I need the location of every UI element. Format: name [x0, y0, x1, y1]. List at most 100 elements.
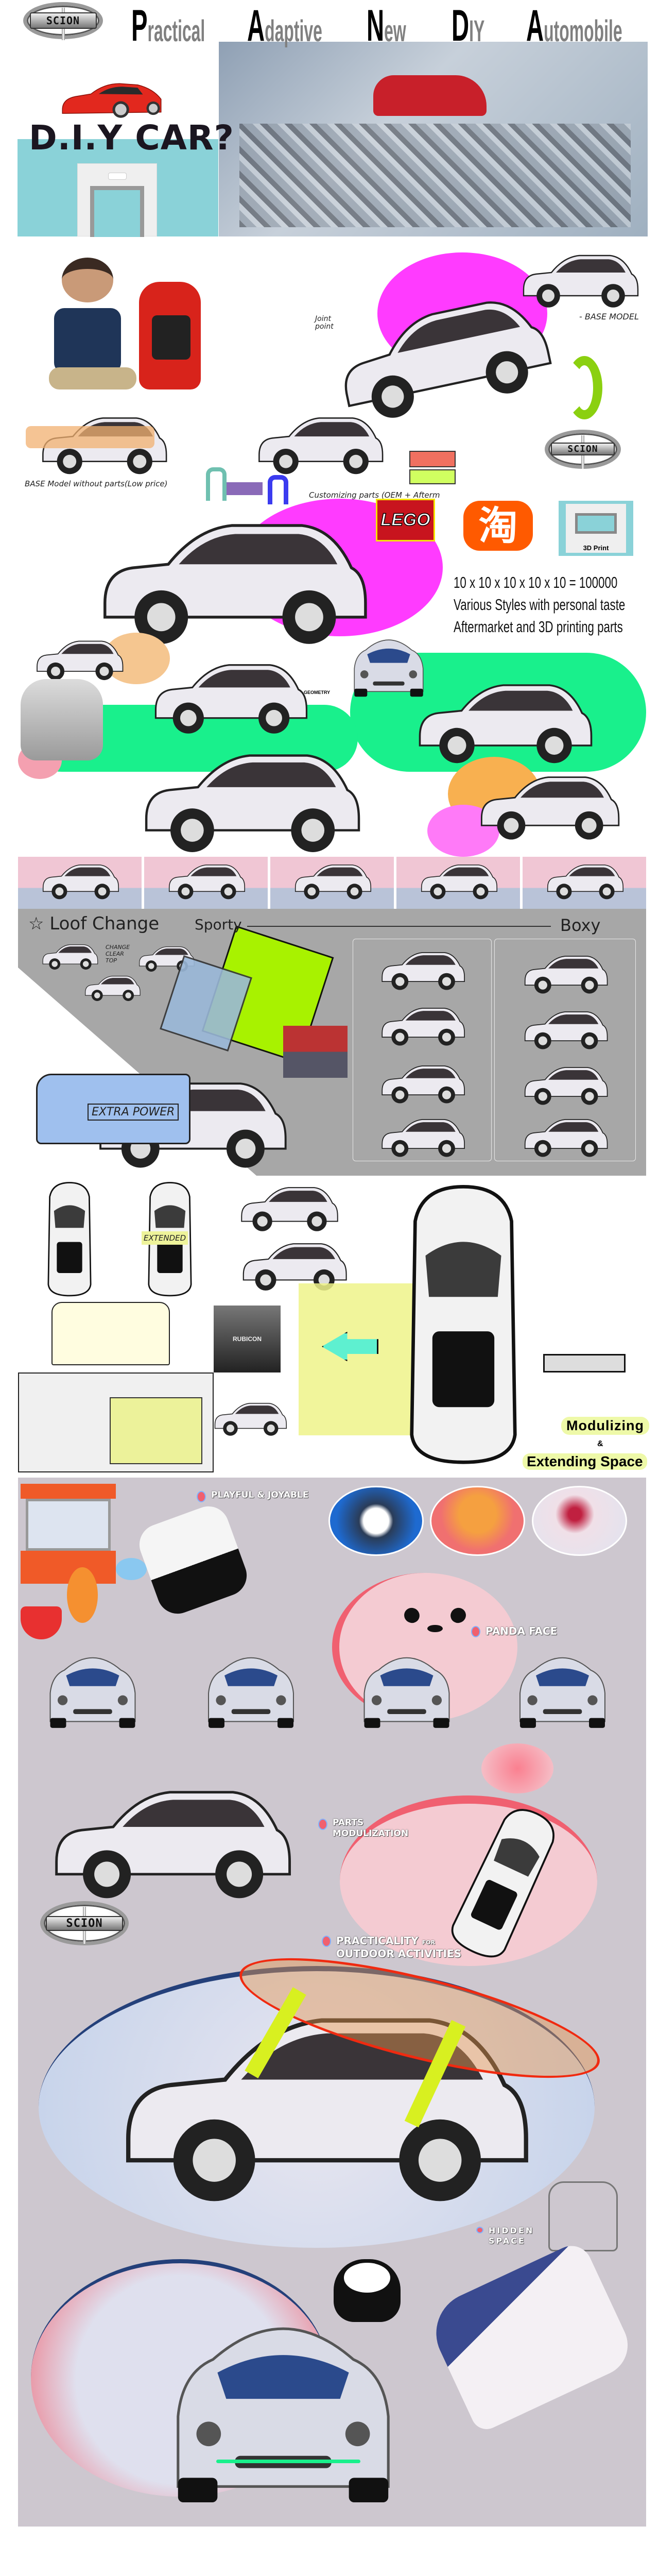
lego-logo: LEGO: [376, 499, 435, 542]
door-sketch-column: [353, 938, 492, 1161]
front-view-variant: [492, 1651, 633, 1728]
door-open-sketch: [360, 1059, 484, 1104]
joint-point-note: Joint point: [315, 315, 334, 331]
playful-joyable-tag: PLAYFUL & JOYABLE: [197, 1490, 308, 1503]
roof-variant-tile: [18, 857, 142, 909]
sketch-badge: GEOMETRY: [304, 690, 331, 696]
loof-change-heading: ☆ Loof Change: [28, 913, 160, 934]
door-open-sketch: [502, 1061, 628, 1105]
top-view-modular-car: [384, 1180, 543, 1469]
camping-interior-sketch: [18, 1372, 214, 1473]
customizing-caption: Customizing parts (OEM + Afterm: [309, 490, 440, 500]
extended-label: EXTENDED: [142, 1231, 188, 1245]
red-lego-car-image: [62, 83, 162, 118]
roof-variant-tile: [396, 857, 520, 909]
cartoon-child-image: [430, 1485, 525, 1556]
tailgate-table-sketch: [211, 1380, 288, 1454]
sporty-boxy-arrow: [247, 926, 551, 927]
extra-power-label: EXTRA POWER: [88, 1104, 179, 1121]
roof-variants-strip: [18, 857, 646, 909]
rubicon-photo: RUBICON: [214, 1306, 281, 1372]
panda-robot-image: [328, 1485, 424, 1556]
door-open-sketch: [360, 946, 484, 990]
fender-part: [206, 467, 227, 501]
controller-detail-image: [532, 1485, 627, 1556]
bumper-part: [409, 469, 456, 484]
boxy-label: Boxy: [560, 915, 601, 935]
3d-printer-icon: [77, 163, 157, 237]
capsule-toy: [21, 1606, 62, 1640]
roof-variant-tile: [270, 857, 394, 909]
sporty-label: Sporty: [195, 916, 242, 934]
ramp-side-rendering: [26, 1773, 314, 1900]
extending-space-label: Extending Space: [523, 1453, 647, 1470]
man-with-toy-car-photo: [10, 241, 216, 401]
small-balloon: [481, 1743, 553, 1794]
roof-variant-tile: [144, 857, 268, 909]
compact-sketch: [450, 766, 646, 840]
car-parts-teardown-photo: [219, 42, 648, 236]
door-open-sketch: [360, 1002, 484, 1046]
customizable-car-rendering: [21, 504, 443, 646]
panda-face-tag: PANDA FACE: [471, 1625, 557, 1638]
panda-silhouette-icon: [334, 2259, 401, 2323]
claw-machine-illustration: [21, 1484, 116, 1584]
blue-fender-part: [268, 474, 288, 505]
base-model-tag: - BASE MODEL: [579, 311, 639, 321]
customized-model-sketch: [237, 408, 402, 475]
seat-path-sketch: [221, 1235, 366, 1291]
clear-top-note: CHANGE CLEAR TOP: [106, 944, 130, 964]
capsule-toy: [67, 1567, 98, 1623]
modulizing-label: Modulizing: [561, 1417, 649, 1435]
clear-top-sketch: [39, 940, 100, 970]
extended-space-highlight: [299, 1283, 417, 1436]
ampersand: &: [597, 1439, 603, 1448]
green-light-bar: [216, 2459, 360, 2463]
clear-top-sketch: [82, 972, 142, 1002]
3d-print-logo: 3D Print: [559, 501, 633, 556]
hatchback-sketch-large: [57, 738, 443, 853]
capsule-toy: [116, 1558, 147, 1581]
door-open-sketch: [502, 1113, 628, 1157]
door-sketch-column: [494, 938, 636, 1161]
front-view-variant: [180, 1651, 322, 1728]
extra-power-module: [36, 1074, 190, 1145]
side-drawer-module: [543, 1354, 626, 1372]
panda-face-icon: [401, 1605, 469, 1634]
info-combinations: 10 x 10 x 10 x 10 x 10 = 100000: [454, 573, 618, 591]
roof-variant-tile: [523, 857, 646, 909]
seat-path-sketch: [221, 1180, 355, 1232]
top-view-rear-sketch: [26, 1180, 113, 1298]
door-open-sketch: [502, 950, 628, 994]
base-model-caption: BASE Model without parts(Low price): [25, 479, 168, 489]
door-open-sketch: [360, 1113, 484, 1157]
diy-car-headline: D.I.Y CAR?: [29, 117, 234, 158]
scion-logo: SCION: [23, 2, 103, 41]
scion-logo-text: SCION: [29, 12, 97, 29]
info-styles: Various Styles with personal taste: [454, 595, 626, 614]
front-view-variant: [340, 1651, 474, 1728]
scion-logo: SCION: [545, 429, 621, 469]
door-panel-part: [227, 482, 263, 496]
grille-part: [409, 450, 456, 468]
info-aftermarket: Aftermarket and 3D printing parts: [454, 617, 623, 636]
orange-parts-highlight: [26, 426, 154, 448]
camping-tailgate-illustration: [51, 1302, 170, 1365]
front-view-variant: [21, 1651, 165, 1728]
scion-logo: SCION: [40, 1901, 129, 1946]
stroller-sketch: [548, 2181, 618, 2252]
door-open-sketch: [502, 1005, 628, 1049]
customization-info: 10 x 10 x 10 x 10 x 10 = 100000 Various …: [454, 571, 625, 638]
taobao-logo: 淘: [463, 501, 533, 551]
hero-front-rendering: [70, 2311, 497, 2504]
robot-figure: [21, 679, 103, 760]
